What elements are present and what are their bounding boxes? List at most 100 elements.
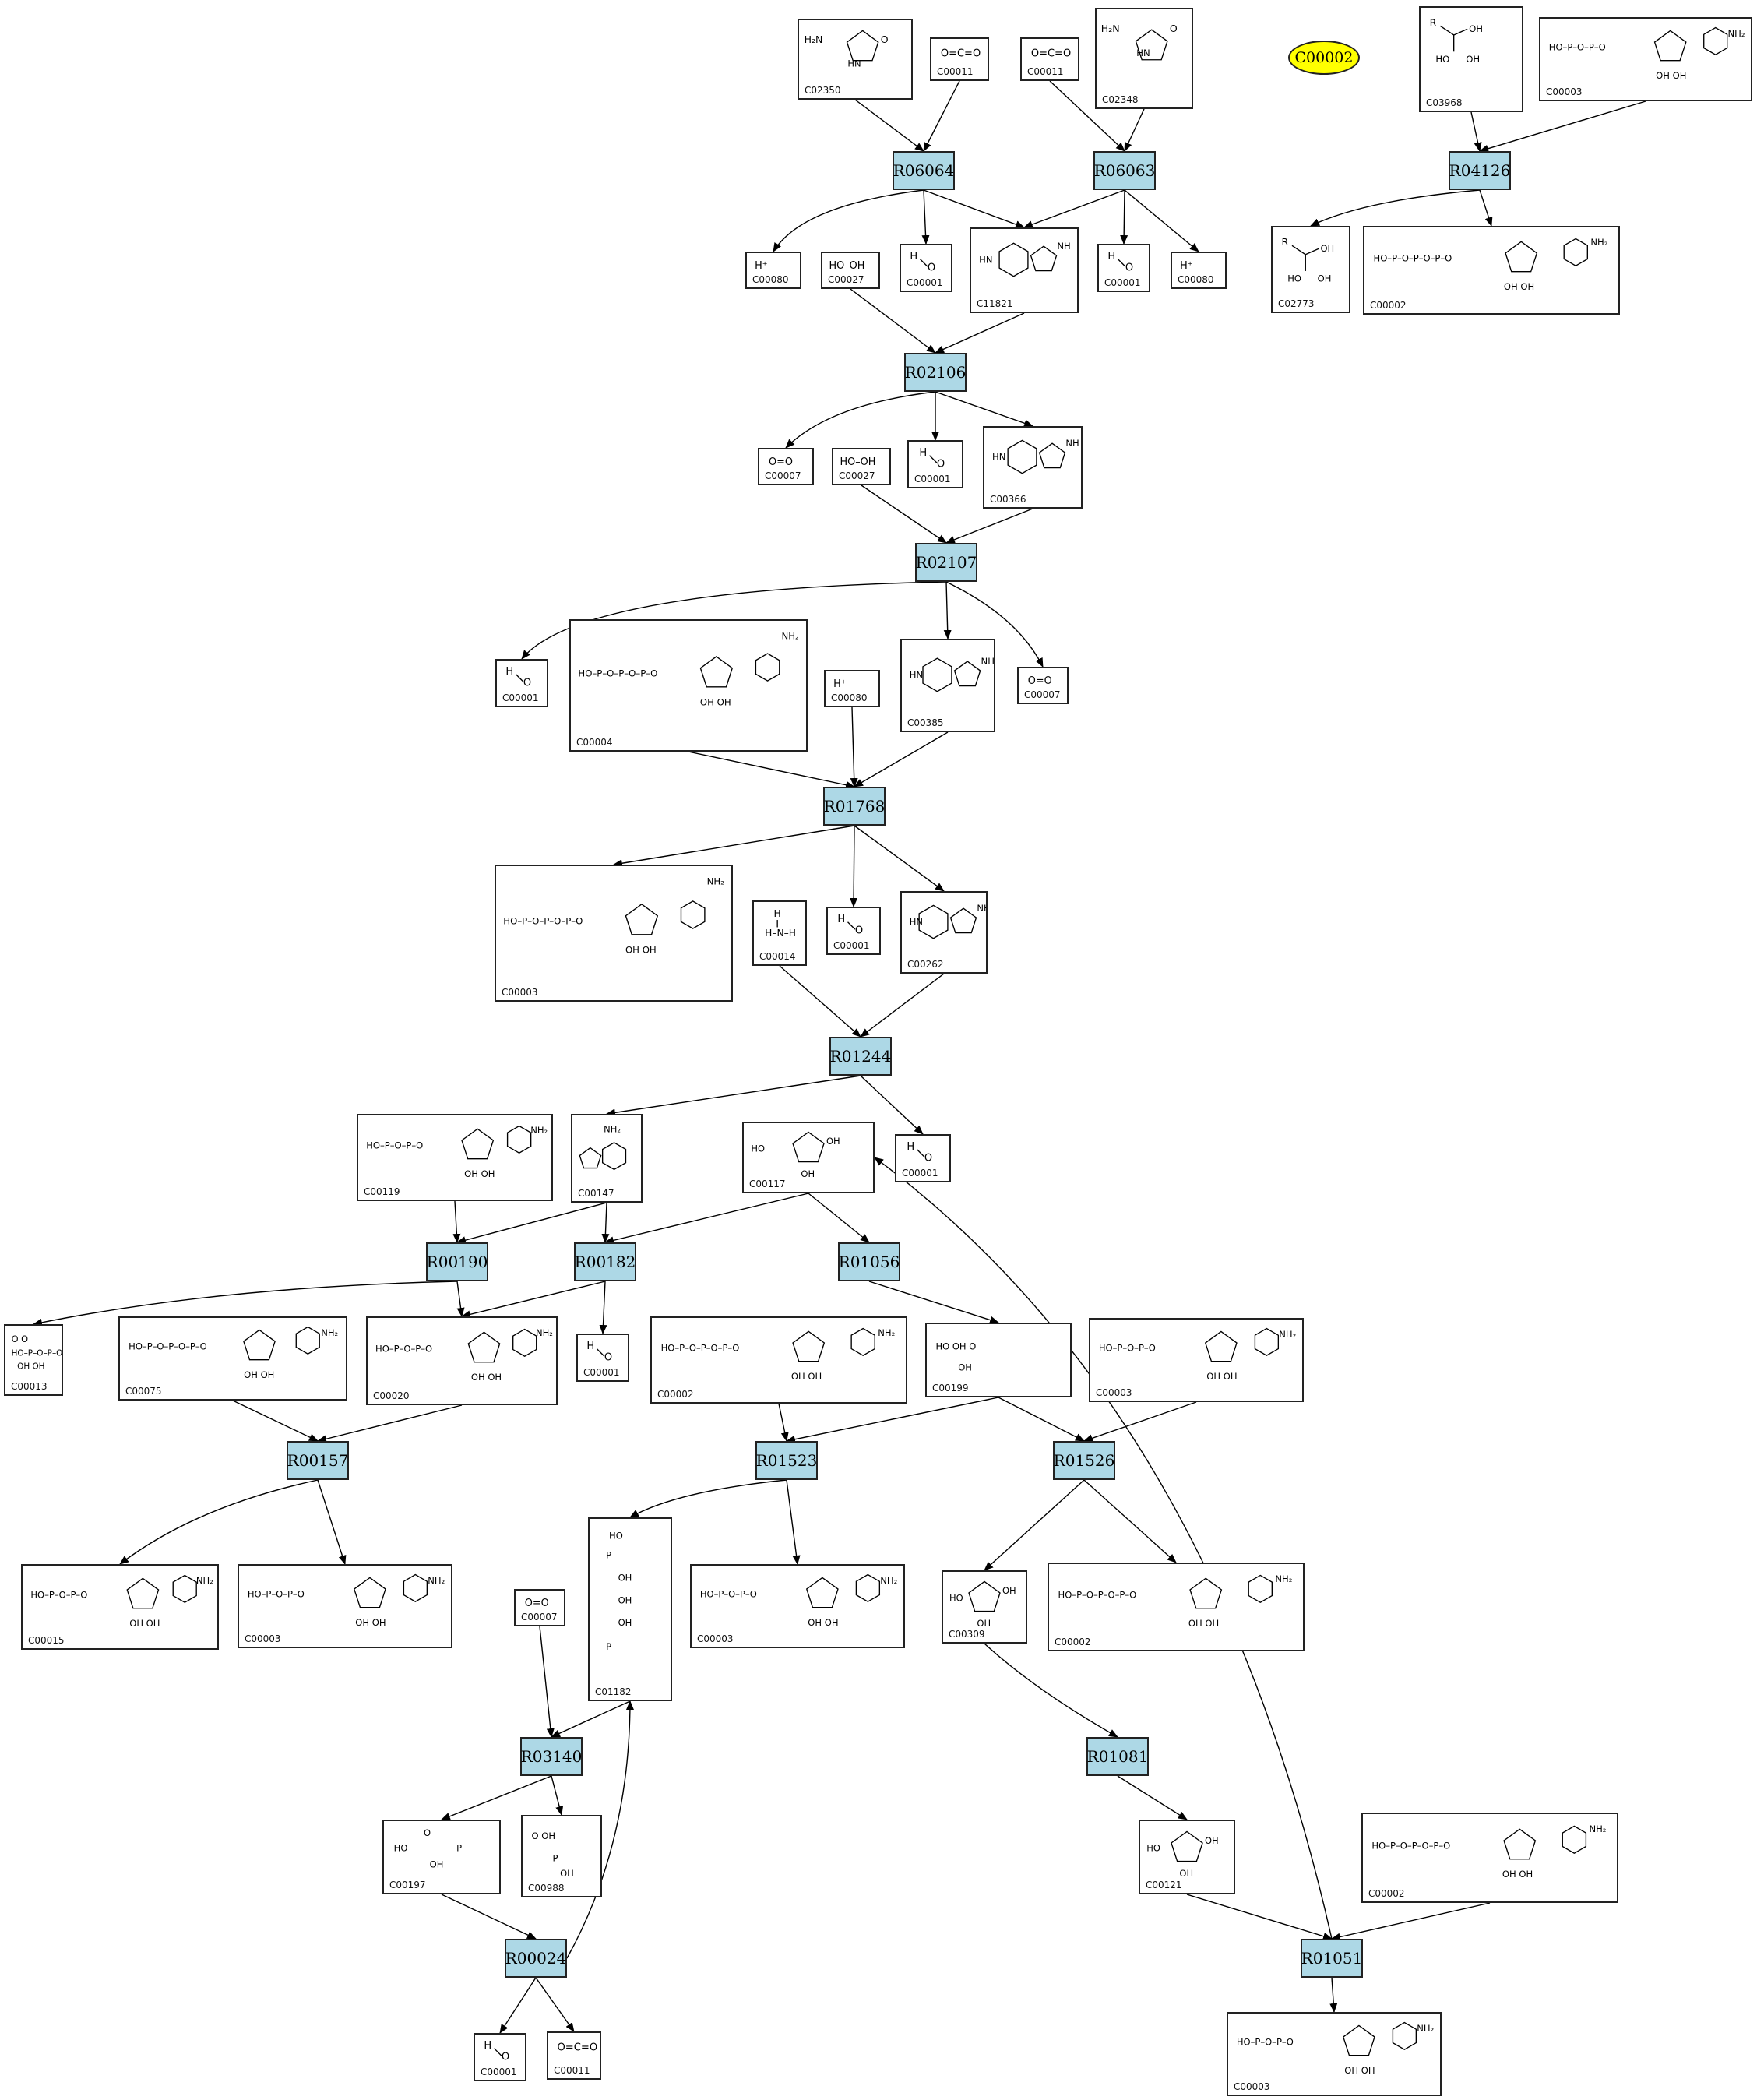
svg-text:P: P	[456, 1842, 462, 1853]
reaction-node[interactable]: R04126	[1449, 151, 1511, 190]
reaction-node[interactable]: R06063	[1093, 151, 1156, 190]
compound-node[interactable]: H⁺C00080	[824, 670, 880, 707]
svg-text:HO–P–O–P–O: HO–P–O–P–O	[700, 1588, 757, 1599]
reaction-node[interactable]: R00024	[505, 1939, 567, 1978]
compound-node[interactable]: HNNHC00262	[900, 891, 988, 974]
compound-node[interactable]: H⁺C00080	[745, 252, 801, 289]
compound-id-label: C00988	[528, 1883, 565, 1894]
reaction-node[interactable]: R01526	[1053, 1441, 1115, 1480]
compound-id-label: C00197	[389, 1880, 426, 1890]
reaction-node[interactable]: R06064	[893, 151, 955, 190]
svg-text:O: O	[1125, 262, 1133, 274]
svg-text:OH: OH	[560, 1868, 574, 1879]
reaction-node[interactable]: R02107	[915, 543, 977, 582]
reaction-node[interactable]: R00182	[574, 1242, 636, 1281]
svg-text:HO–P–O–P–O: HO–P–O–P–O	[1099, 1342, 1156, 1353]
reaction-node[interactable]: R01244	[829, 1037, 892, 1076]
compound-id-label: C00147	[578, 1188, 614, 1199]
svg-text:R: R	[1430, 16, 1437, 28]
edge-arrow	[998, 1397, 1085, 1442]
svg-text:NH₂: NH₂	[1589, 1823, 1606, 1834]
reaction-node[interactable]: R01523	[755, 1441, 818, 1480]
compound-id-label: C00027	[828, 274, 864, 285]
edge-arrow	[860, 973, 945, 1038]
svg-text:HO–P–O–P–O: HO–P–O–P–O	[30, 1589, 87, 1600]
reaction-node[interactable]: R02106	[904, 353, 967, 392]
reaction-node[interactable]: R01056	[838, 1242, 900, 1281]
edge-arrow	[1124, 108, 1145, 152]
structure-drawing: O=C=O	[941, 48, 981, 59]
compound-id-label: C00004	[576, 737, 613, 748]
reaction-node[interactable]: R00157	[287, 1441, 349, 1480]
highlight-compound[interactable]: C00002	[1288, 41, 1360, 75]
reaction-node[interactable]: R01768	[823, 787, 886, 826]
svg-text:P: P	[606, 1550, 611, 1561]
svg-text:HO–P–O–P–OH: HO–P–O–P–OH	[12, 1348, 62, 1358]
svg-text:OH OH: OH OH	[808, 1617, 838, 1628]
edge-arrow	[935, 391, 1033, 428]
svg-text:O: O	[881, 33, 889, 45]
compound-node[interactable]: H⁺C00080	[1171, 252, 1227, 289]
svg-text:O=O: O=O	[769, 456, 793, 468]
reaction-node[interactable]: R01081	[1086, 1737, 1149, 1776]
reaction-node[interactable]: R01051	[1301, 1939, 1363, 1978]
reaction-node[interactable]: R03140	[520, 1737, 583, 1776]
svg-text:NH₂: NH₂	[782, 630, 799, 641]
compound-id-label: C00003	[502, 987, 538, 998]
svg-text:O: O	[604, 1352, 612, 1364]
reaction-node[interactable]: R00190	[426, 1242, 488, 1281]
